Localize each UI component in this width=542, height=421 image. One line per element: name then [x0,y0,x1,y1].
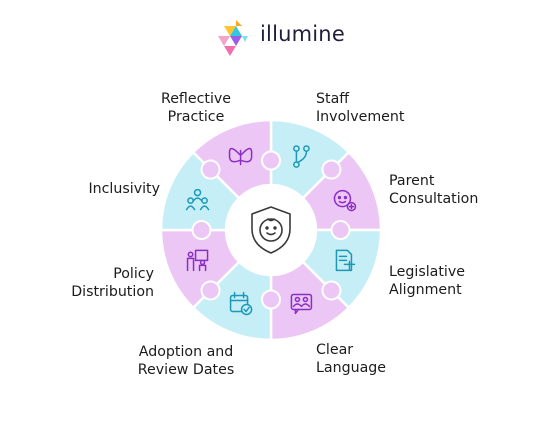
group-icon [185,188,210,211]
puzzle-knob [200,159,221,180]
legal-document-icon [335,249,356,272]
puzzle-knob [261,150,281,171]
label-inclusivity: Inclusivity [88,181,160,197]
butterfly-icon [228,147,253,166]
logo-mark-icon [218,20,248,56]
branch-icon [293,145,310,168]
brand-name: illumine [260,22,345,46]
baby-plus-icon [333,189,357,212]
chat-people-icon [290,293,313,315]
puzzle-knob [261,289,281,310]
icons-layer [185,145,357,316]
center-circle [226,185,316,275]
people-board-icon [186,249,209,272]
puzzle-knob [321,280,342,301]
puzzle-knob [200,280,221,301]
puzzle-knob [330,220,351,240]
puzzle-knob [191,220,212,240]
calendar-check-icon [229,291,253,316]
puzzle-knob [321,159,342,180]
brand-logo: illumine [208,16,345,60]
center-hub [226,185,316,275]
child-shield-icon [251,206,291,254]
